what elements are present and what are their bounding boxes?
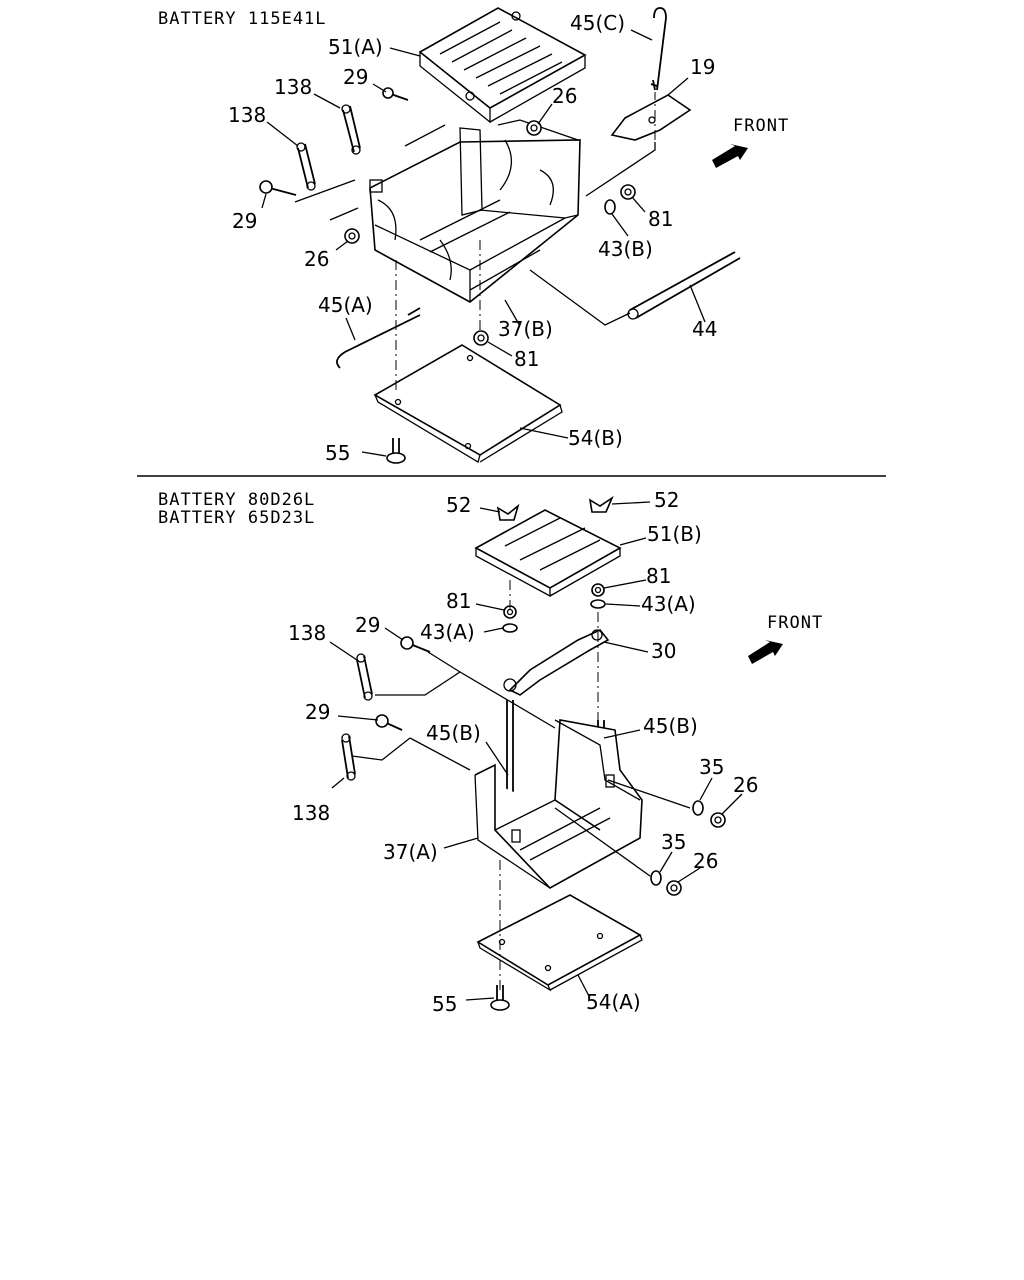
screw-55-bottom bbox=[490, 985, 510, 1011]
battery-cover-51b bbox=[474, 509, 622, 598]
callout-138-upper: 138 bbox=[274, 75, 312, 99]
callout-26-lower: 26 bbox=[304, 247, 329, 271]
callout-43a-left: 43(A) bbox=[420, 620, 475, 644]
strap-138-bottom-upper bbox=[356, 653, 373, 701]
hook-rod-45a bbox=[336, 307, 421, 369]
callout-81-lower: 81 bbox=[514, 347, 539, 371]
callout-19: 19 bbox=[690, 55, 715, 79]
callout-81-upper: 81 bbox=[648, 207, 673, 231]
callout-45b-right: 45(B) bbox=[643, 714, 698, 738]
nut-81-lower bbox=[473, 330, 489, 346]
washer-43b bbox=[604, 199, 616, 215]
battery-cover-51a bbox=[418, 7, 587, 124]
callout-29-bottom-upper: 29 bbox=[355, 613, 380, 637]
hook-bolt-45c bbox=[650, 7, 667, 91]
base-plate-54a bbox=[476, 894, 643, 992]
callout-138-bottom-upper: 138 bbox=[288, 621, 326, 645]
wing-nut-52-right bbox=[588, 495, 614, 513]
battery-tray-37b bbox=[369, 119, 581, 303]
callout-35-upper: 35 bbox=[699, 755, 724, 779]
bottom-section-heading-1: BATTERY 80D26L bbox=[158, 490, 315, 510]
callout-81-right: 81 bbox=[646, 564, 671, 588]
callout-29-bottom-lower: 29 bbox=[305, 700, 330, 724]
washer-35-lower bbox=[650, 870, 662, 886]
callout-30: 30 bbox=[651, 639, 676, 663]
bolt-29-lower bbox=[259, 180, 297, 196]
nut-26-bottom-upper bbox=[710, 812, 726, 828]
washer-43a-left bbox=[502, 623, 518, 633]
callout-45c: 45(C) bbox=[570, 11, 625, 35]
front-arrow-bottom bbox=[748, 640, 783, 664]
callout-54a: 54(A) bbox=[586, 990, 641, 1014]
bracket-30 bbox=[503, 629, 610, 696]
callout-37b: 37(B) bbox=[498, 317, 553, 341]
callout-55-bottom: 55 bbox=[432, 992, 457, 1016]
callout-43a-right: 43(A) bbox=[641, 592, 696, 616]
nut-26-upper bbox=[526, 120, 542, 136]
callout-44: 44 bbox=[692, 317, 717, 341]
nut-26-lower bbox=[344, 228, 360, 244]
bolt-29-bottom-upper bbox=[400, 636, 431, 653]
nut-81-bottom-right bbox=[591, 583, 605, 597]
base-plate-54b bbox=[373, 344, 563, 463]
strap-138-bottom-lower bbox=[341, 733, 356, 781]
callout-26-bottom-upper: 26 bbox=[733, 773, 758, 797]
callout-26-bottom-lower: 26 bbox=[693, 849, 718, 873]
callout-52-left: 52 bbox=[446, 493, 471, 517]
battery-tray-37a bbox=[474, 719, 643, 890]
callout-52-right: 52 bbox=[654, 488, 679, 512]
top-leader-lines bbox=[261, 29, 706, 457]
wing-nut-52-left bbox=[496, 503, 520, 521]
callout-54b: 54(B) bbox=[568, 426, 623, 450]
bolt-29-bottom-lower bbox=[375, 714, 403, 731]
callout-138-lower: 138 bbox=[228, 103, 266, 127]
callout-37a: 37(A) bbox=[383, 840, 438, 864]
callout-43b: 43(B) bbox=[598, 237, 653, 261]
callout-55-top: 55 bbox=[325, 441, 350, 465]
top-assembly: BATTERY 115E41L bbox=[158, 7, 789, 465]
screw-55-top bbox=[386, 438, 406, 464]
callout-29-upper: 29 bbox=[343, 65, 368, 89]
callout-51b: 51(B) bbox=[647, 522, 702, 546]
bolt-29-upper bbox=[382, 87, 409, 101]
bottom-leader-lines bbox=[329, 501, 743, 1001]
front-label-bottom: FRONT bbox=[767, 613, 823, 633]
front-label-top: FRONT bbox=[733, 116, 789, 136]
washer-43a-right bbox=[590, 599, 606, 609]
front-arrow-top bbox=[712, 144, 748, 168]
callout-51a: 51(A) bbox=[328, 35, 383, 59]
callout-29-lower: 29 bbox=[232, 209, 257, 233]
callout-45a: 45(A) bbox=[318, 293, 373, 317]
strap-138-upper bbox=[341, 104, 361, 155]
nut-26-bottom-lower bbox=[666, 880, 682, 896]
callout-138-bottom-lower: 138 bbox=[292, 801, 330, 825]
bottom-section-heading-2: BATTERY 65D23L bbox=[158, 508, 315, 528]
rod-44 bbox=[627, 251, 741, 320]
callout-45b-left: 45(B) bbox=[426, 721, 481, 745]
bottom-assembly: BATTERY 80D26L BATTERY 65D23L bbox=[158, 488, 823, 1016]
callout-35-lower: 35 bbox=[661, 830, 686, 854]
callout-26-upper: 26 bbox=[552, 84, 577, 108]
nut-81-upper bbox=[620, 184, 636, 200]
strap-138-lower bbox=[296, 142, 316, 191]
callout-81-left: 81 bbox=[446, 589, 471, 613]
washer-35-upper bbox=[692, 800, 704, 816]
top-section-heading: BATTERY 115E41L bbox=[158, 9, 327, 29]
bracket-19 bbox=[610, 94, 692, 141]
